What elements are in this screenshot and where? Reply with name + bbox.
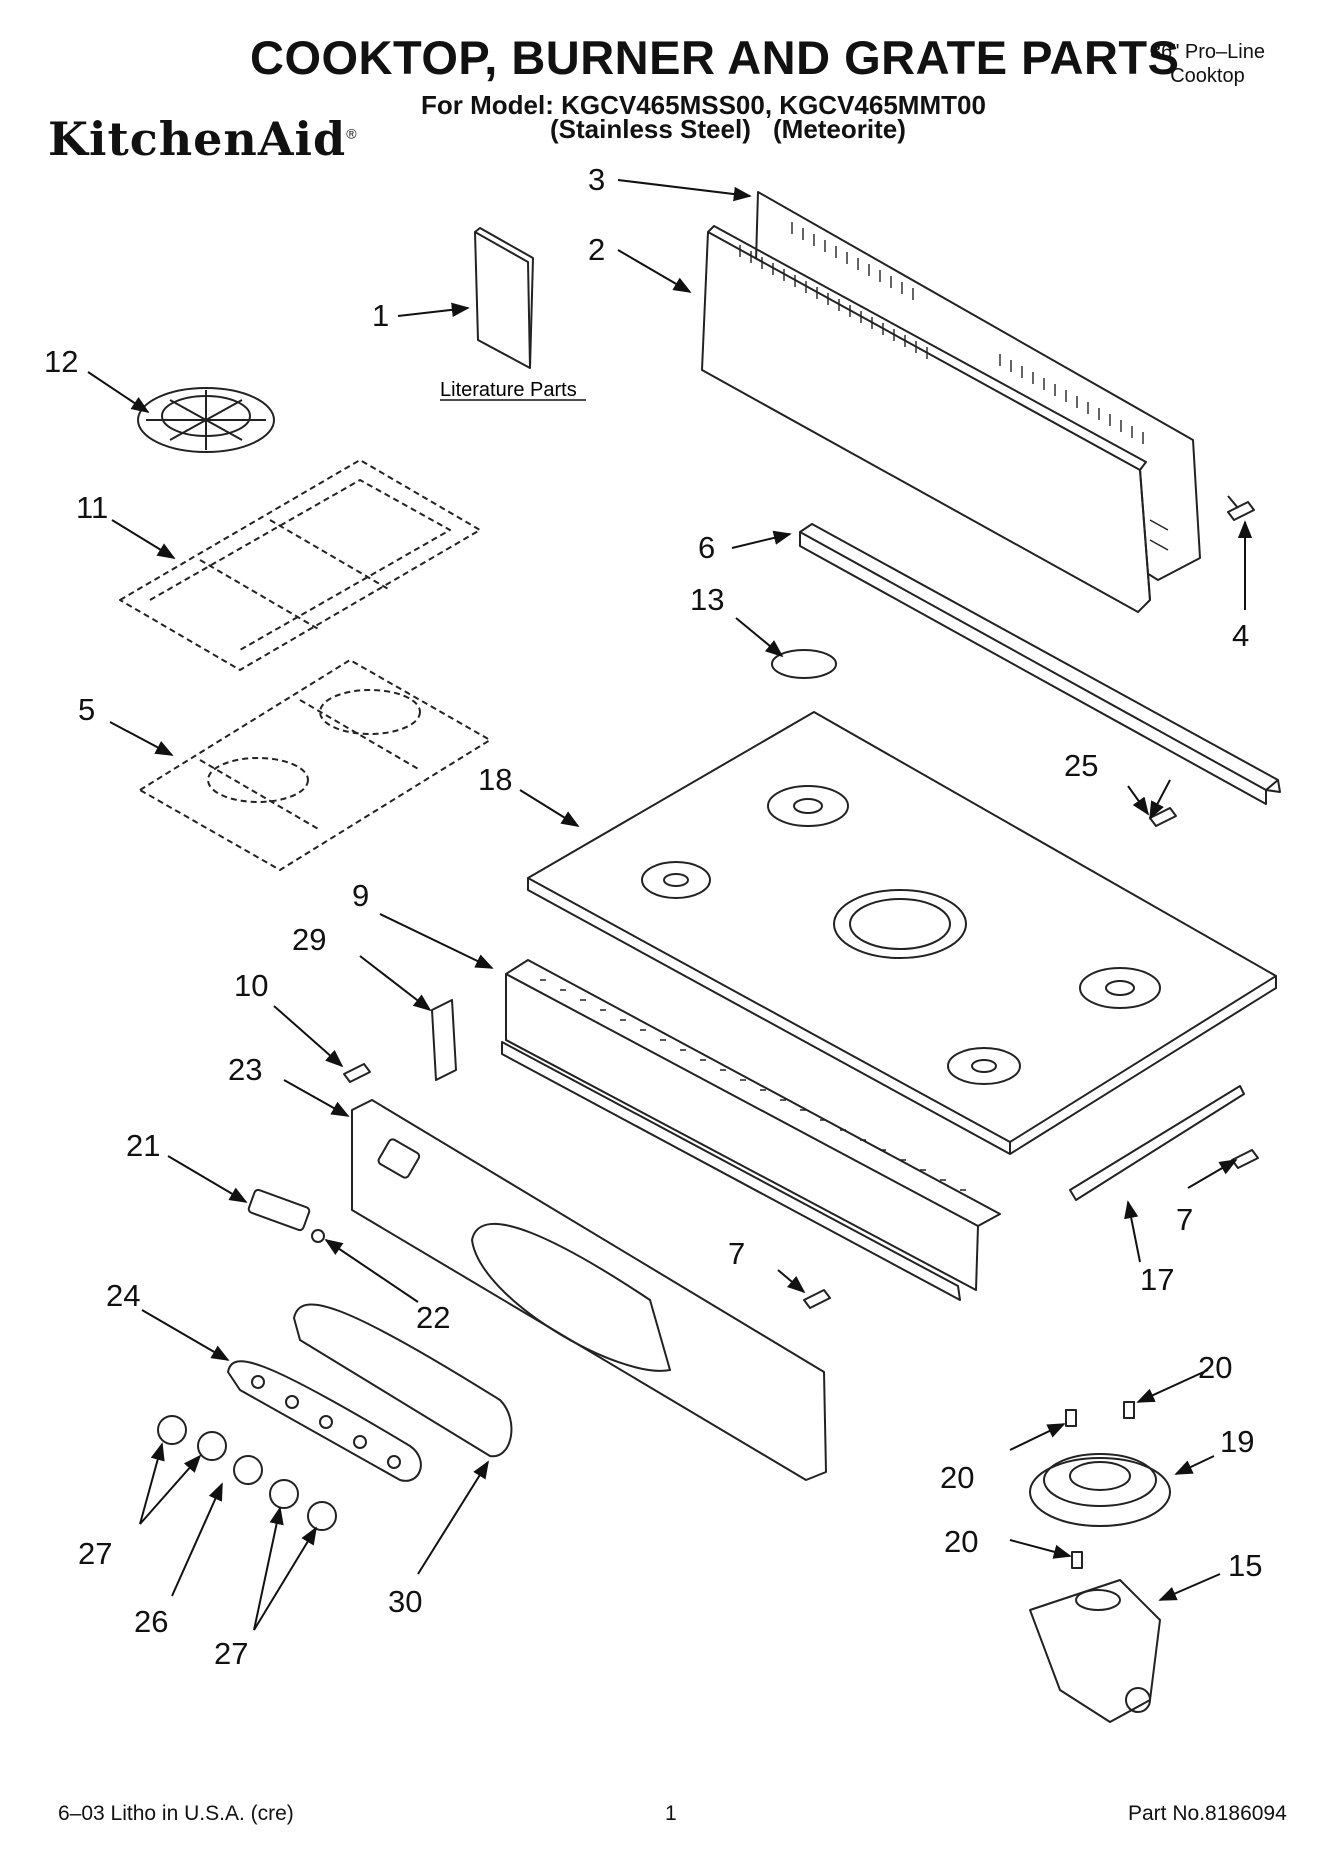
callout-2: 2 xyxy=(588,232,605,267)
callout-22: 22 xyxy=(416,1300,450,1335)
callout-9: 9 xyxy=(352,878,369,913)
callout-23: 23 xyxy=(228,1052,262,1087)
screw-part-20a xyxy=(1065,1409,1077,1427)
callout-20c: 20 xyxy=(944,1524,978,1559)
product-line-2: Cooktop xyxy=(1170,65,1245,87)
callout-18: 18 xyxy=(478,762,512,797)
callout-19: 19 xyxy=(1220,1424,1254,1459)
finish-stainless: (Stainless Steel) xyxy=(550,114,751,144)
side-trim-part xyxy=(1069,1085,1245,1201)
callout-27b: 27 xyxy=(214,1636,248,1671)
screw-part-20c xyxy=(1071,1551,1083,1569)
callout-11: 11 xyxy=(76,490,108,525)
page-title: COOKTOP, BURNER AND GRATE PARTS xyxy=(250,31,1180,84)
side-grate-part xyxy=(139,659,491,871)
callout-6: 6 xyxy=(698,530,715,565)
finish-meteorite: (Meteorite) xyxy=(773,114,906,144)
footer-print-info: 6–03 Litho in U.S.A. (cre) xyxy=(58,1802,294,1825)
footer-part-number: Part No.8186094 xyxy=(1128,1802,1287,1825)
knob-bezel-part xyxy=(293,1303,513,1458)
rear-trim-channel-part xyxy=(799,523,1281,805)
burner-base-part xyxy=(1029,1453,1171,1527)
callout-27a: 27 xyxy=(78,1536,112,1571)
callout-12: 12 xyxy=(44,344,78,379)
knob-plate-part xyxy=(227,1360,422,1482)
valve-part xyxy=(1029,1579,1161,1723)
callout-3: 3 xyxy=(588,162,605,197)
bracket-part-29 xyxy=(431,999,457,1081)
manifold-bracket-part xyxy=(501,959,1001,1301)
screw-part-4 xyxy=(1227,495,1255,521)
backguard-panel-part xyxy=(701,225,1169,613)
brand-logo: KitchenAid® xyxy=(48,112,358,166)
callout-25: 25 xyxy=(1064,748,1098,783)
callout-17: 17 xyxy=(1140,1262,1174,1297)
callout-10: 10 xyxy=(234,968,268,1003)
cooktop-surface-part xyxy=(527,711,1277,1155)
badge-part xyxy=(247,1188,311,1232)
callout-4: 4 xyxy=(1232,618,1249,653)
product-line: 36" Pro–Line Cooktop xyxy=(1150,40,1265,88)
callout-7a: 7 xyxy=(728,1236,745,1271)
callout-20a: 20 xyxy=(1198,1350,1232,1385)
callout-20b: 20 xyxy=(940,1460,974,1495)
callout-24: 24 xyxy=(106,1278,140,1313)
callout-7b: 7 xyxy=(1176,1202,1193,1237)
callout-5: 5 xyxy=(78,692,95,727)
model-numbers: For Model: KGCV465MSS00, KGCV465MMT00 xyxy=(421,90,986,120)
callout-30: 30 xyxy=(388,1584,422,1619)
control-knobs xyxy=(157,1415,337,1531)
callout-21: 21 xyxy=(126,1128,160,1163)
control-panel-part xyxy=(351,1099,827,1481)
literature-parts-label: Literature Parts xyxy=(440,379,577,401)
callout-26: 26 xyxy=(134,1604,168,1639)
screw-part-10 xyxy=(343,1063,371,1083)
screw-part-20b xyxy=(1123,1401,1135,1419)
callout-15: 15 xyxy=(1228,1548,1262,1583)
product-line-1: 36" Pro–Line xyxy=(1150,41,1265,63)
footer-page-number: 1 xyxy=(665,1802,677,1825)
callout-1: 1 xyxy=(372,298,389,333)
callout-29: 29 xyxy=(292,922,326,957)
callout-13: 13 xyxy=(690,582,724,617)
screw-part-7a xyxy=(803,1289,831,1309)
screw-part-7b xyxy=(1231,1149,1259,1169)
center-grate-part xyxy=(119,459,481,671)
burner-cap-part xyxy=(771,649,837,679)
round-grate-part xyxy=(137,387,275,453)
clip-part-22 xyxy=(311,1229,325,1243)
literature-booklet-part xyxy=(474,227,534,369)
